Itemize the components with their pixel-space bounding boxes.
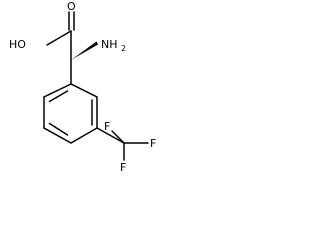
molecule-drawing: O HO NH 2 F F F [9, 0, 156, 174]
amine-label: NH [101, 38, 118, 51]
fluorine-label-top: F [104, 120, 110, 133]
ring-double-bond-2 [48, 122, 69, 136]
wedge-bond-amine [71, 41, 98, 60]
bond-cf3-f-top [111, 130, 125, 144]
amine-subscript: 2 [121, 44, 126, 53]
fluorine-label-bottom: F [120, 161, 126, 174]
ring-double-bond-1 [48, 90, 69, 103]
hydroxyl-label: HO [9, 38, 26, 51]
bond-c-oh [46, 30, 72, 46]
oxygen-label: O [67, 0, 76, 13]
fluorine-label-right: F [150, 137, 156, 150]
bond-ring-cf3 [96, 127, 125, 144]
structure-canvas: O HO NH 2 F F F [0, 0, 170, 194]
benzene-ring [43, 83, 98, 144]
